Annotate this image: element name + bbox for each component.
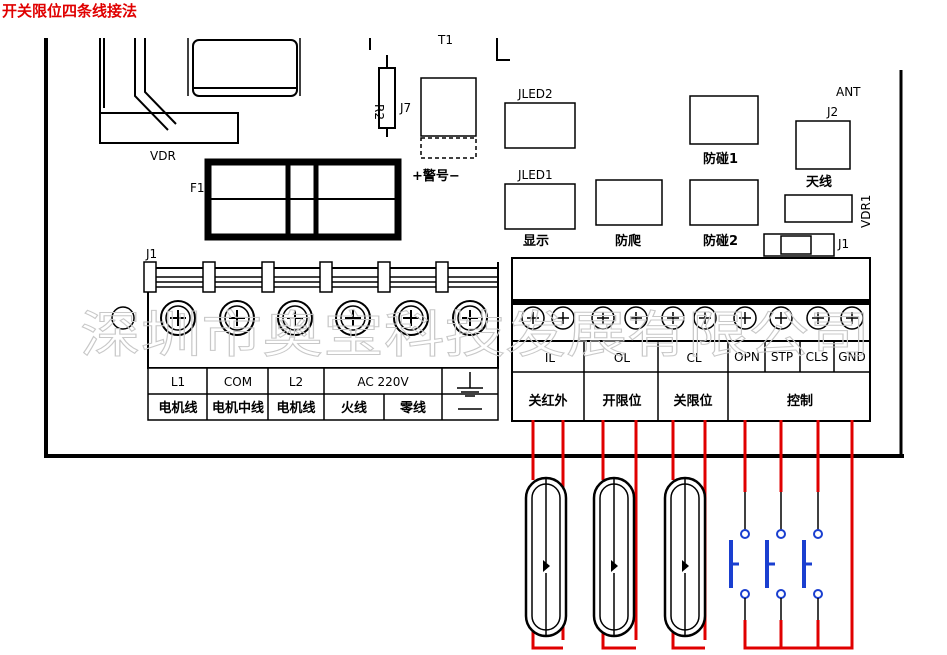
screw-ring [165, 305, 191, 331]
terminal-post [261, 261, 275, 293]
left-name-motor2: 电机线 [276, 400, 315, 416]
f1-label: F1 [190, 181, 205, 195]
page-title: 开关限位四条线接法 [2, 2, 138, 20]
resistor-r2 [378, 55, 396, 137]
left-code-l2: L2 [289, 375, 303, 389]
button-contact [740, 529, 750, 539]
vdr-label: VDR [150, 149, 176, 163]
vdr-component [99, 38, 371, 144]
reed-switches [524, 476, 707, 638]
ground-symbol [457, 372, 483, 410]
terminal-post [202, 261, 216, 293]
reed-arrow [682, 560, 689, 572]
push-buttons [729, 492, 823, 620]
right-group-open-limit: 开限位 [602, 393, 641, 409]
jled1-label: JLED1 [517, 168, 553, 182]
reed-arrow [543, 560, 550, 572]
display-label: 显示 [523, 234, 549, 249]
right-code-gnd: GND [838, 350, 866, 364]
terminal-post [143, 261, 157, 293]
anti-climb-label: 防爬 [615, 233, 642, 249]
right-code-il: IL [545, 351, 556, 365]
left-code-l1: L1 [171, 375, 185, 389]
right-group-close-limit: 关限位 [673, 393, 712, 409]
left-name-neutral: 零线 [399, 400, 426, 416]
left-name-motor1: 电机线 [158, 400, 197, 416]
screw-ring [224, 305, 250, 331]
j7-label: J7 [399, 101, 411, 115]
fuse-f1 [204, 158, 402, 241]
right-code-opn: OPN [734, 350, 760, 364]
led-connectors [504, 95, 853, 257]
alarm-connector [420, 38, 510, 159]
right-code-ol: OL [614, 351, 630, 365]
right-code-stp: STP [771, 350, 793, 364]
ant-label: ANT [836, 85, 861, 99]
button-contact [813, 529, 823, 539]
left-code-ac: AC 220V [357, 375, 409, 389]
terminal-post [435, 261, 449, 293]
screw-ring [457, 305, 483, 331]
j2-label: J2 [826, 105, 838, 119]
button-contact [776, 529, 786, 539]
right-group-control: 控制 [787, 393, 813, 409]
r2-label: R2 [372, 104, 386, 120]
left-code-com: COM [224, 375, 252, 389]
j1-small-label: J1 [837, 237, 849, 251]
screw-ring [398, 305, 424, 331]
screw-ring [340, 305, 366, 331]
right-terminal-screws [521, 306, 864, 330]
terminal-post [319, 261, 333, 293]
jled2-label: JLED2 [517, 87, 553, 101]
button-contact [740, 589, 750, 599]
watermark: 深圳市奥宝科技发展有限公司 [80, 306, 870, 364]
reed-arrow [611, 560, 618, 572]
terminal-post [377, 261, 391, 293]
board-outline [44, 38, 904, 458]
anti-collision2-label: 防碰2 [703, 233, 738, 249]
antenna-label: 天线 [806, 174, 832, 190]
button-contact [776, 589, 786, 599]
j1-label: J1 [145, 247, 157, 261]
button-contact [813, 589, 823, 599]
anti-collision1-label: 防碰1 [703, 151, 738, 167]
gnd-wire [743, 420, 854, 650]
right-code-cl: CL [686, 351, 701, 365]
left-name-motor-neutral: 电机中线 [212, 400, 264, 416]
left-name-live: 火线 [341, 400, 367, 416]
right-group-ir: 关红外 [528, 393, 567, 409]
alarm-label: +警号− [412, 168, 460, 184]
right-code-cls: CLS [806, 350, 829, 364]
t1-label: T1 [437, 33, 453, 47]
screw-ring [282, 305, 308, 331]
mounting-hole [111, 306, 135, 330]
left-terminal-table [147, 367, 499, 421]
vdr1-label: VDR1 [859, 195, 873, 228]
left-terminal-screws [143, 261, 499, 368]
right-terminal-block [511, 257, 871, 422]
